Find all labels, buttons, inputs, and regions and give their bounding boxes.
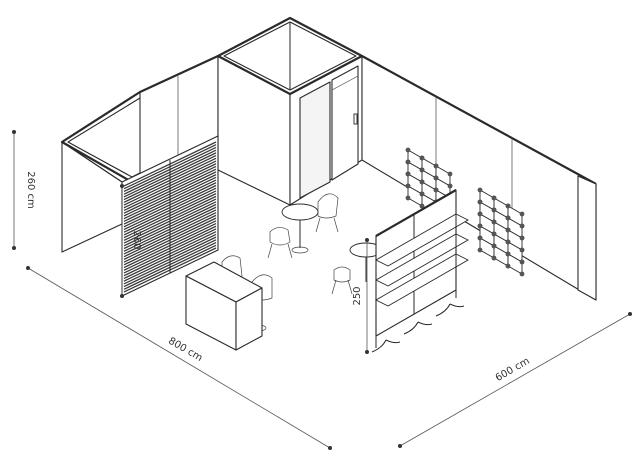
- display-height-label: 260: [131, 230, 142, 249]
- center-cabin: [216, 16, 364, 206]
- dimension-display-height: 260: [120, 184, 142, 298]
- back-wall-right: [361, 55, 597, 301]
- table-set-right: [331, 242, 383, 295]
- wall-height-label: 260 cm: [25, 171, 36, 209]
- slatwall-panel: [121, 135, 219, 297]
- dimension-depth: 600 cm: [398, 312, 632, 448]
- dimension-shelf-height: 250: [352, 238, 369, 354]
- length-label: 800 cm: [166, 336, 204, 364]
- table-set-middle: [267, 193, 339, 259]
- dimension-length: 800 cm: [26, 266, 332, 450]
- cube-shelf-right: [477, 187, 525, 277]
- reception-counter: [185, 255, 273, 351]
- dimension-wall-height: 260 cm: [12, 130, 36, 250]
- shelf-height-label: 250: [352, 286, 363, 305]
- shelving-display: [371, 189, 469, 353]
- depth-label: 600 cm: [494, 356, 532, 384]
